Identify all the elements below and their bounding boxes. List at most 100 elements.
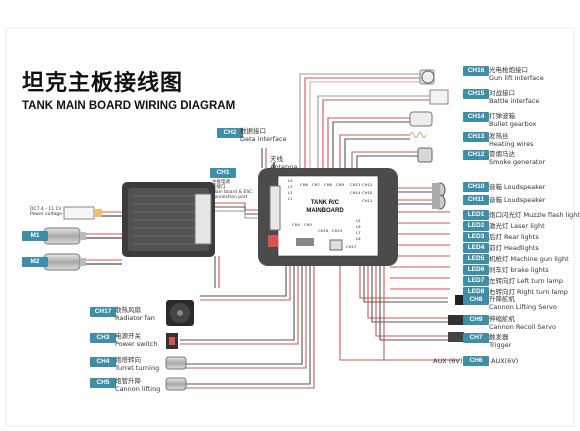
channel-cn: 打弹波箱 xyxy=(489,112,515,120)
channel-tag-led1: LED1 xyxy=(463,210,489,220)
board-pin-ch15: CH15 xyxy=(332,228,343,233)
ch2-label: 数据接口 Data interface xyxy=(240,127,287,143)
antenna-en: Antenna xyxy=(270,163,298,171)
title-english: TANK MAIN BOARD WIRING DIAGRAM xyxy=(22,100,236,112)
ch1-line-2: 连接口 xyxy=(212,185,226,190)
channel-tag-led2: LED2 xyxy=(463,221,489,231)
channel-cn: 发热丝 xyxy=(489,132,509,140)
board-pin-ch8: CH8 xyxy=(324,182,333,187)
ch1-label: 主板电调 连接口 Main board & ESC connection por… xyxy=(212,180,252,200)
channel-cn: 对战接口 xyxy=(489,89,515,97)
channel-cn: 机枪灯 xyxy=(489,255,509,263)
channel-cn: 散热风扇 xyxy=(115,306,141,314)
channel-en: Muzzle flash light xyxy=(523,211,580,219)
channel-tag-led4: LED4 xyxy=(463,243,489,253)
frame xyxy=(5,27,575,427)
channel-en: Battle interface xyxy=(489,97,540,105)
board-pin-l2: L2 xyxy=(288,190,293,195)
board-pin-ch9: CH9 xyxy=(336,182,345,187)
channel-tag-ch10: CH10 xyxy=(463,182,489,192)
channel-en: Heating wires xyxy=(489,140,534,148)
right-components xyxy=(409,69,467,342)
channel-cn: 炮塔转向 xyxy=(115,356,141,364)
channel-tag-led6: LED6 xyxy=(463,265,489,275)
channel-tag-ch16: CH16 xyxy=(463,66,489,76)
channel-en: Cannon Lifting Servo xyxy=(489,303,557,311)
channel-tag-ch15: CH15 xyxy=(463,89,489,99)
wires xyxy=(80,73,460,389)
channel-cn: 前灯 xyxy=(489,244,502,252)
board-pin-ch7: CH7 xyxy=(312,182,321,187)
motor-m1 xyxy=(43,227,86,245)
aux-left-label: AUX (6V) xyxy=(433,357,463,365)
channel-en: Turret turning xyxy=(115,364,160,372)
esc-board xyxy=(122,182,215,257)
channel-en: Laser light xyxy=(510,222,545,230)
channel-cn: 炮管升降 xyxy=(115,377,141,385)
channel-cn: 触发器 xyxy=(489,333,509,341)
channel-cn: 升降舵机 xyxy=(489,295,515,303)
power-plug xyxy=(63,206,102,220)
board-pin-ch10: CH10 xyxy=(362,190,373,195)
channel-en: Power switch xyxy=(115,340,158,348)
title-chinese: 坦克主板接线图 xyxy=(22,71,184,96)
channel-tag-led8: LED8 xyxy=(463,287,489,297)
antenna-cn: 天线 xyxy=(270,155,283,163)
board-pin-ch4: CH4 xyxy=(292,222,301,227)
channel-en: Headlights xyxy=(504,244,539,252)
board-pin-ch14: CH14 xyxy=(350,190,361,195)
board-pin-l1: L1 xyxy=(288,196,293,201)
channel-cn: 刹车灯 xyxy=(489,266,509,274)
channel-cn: 伸缩舵机 xyxy=(489,315,515,323)
left-channel-tag-ch17: CH17 xyxy=(90,307,116,317)
channel-tag-ch12: CH12 xyxy=(463,150,489,160)
channel-cn: 后灯 xyxy=(489,233,502,241)
channel-tag-ch8: CH8 xyxy=(463,295,489,305)
board-pin-l6: L6 xyxy=(356,224,361,229)
channel-tag-ch11: CH11 xyxy=(463,195,489,205)
board-pin-ch11: CH11 xyxy=(362,198,373,203)
channel-tag-ch13: CH13 xyxy=(463,132,489,142)
board-pin-l4: L4 xyxy=(288,178,293,183)
ch2-tag: CH2 xyxy=(217,128,243,138)
ch2-en: Data interface xyxy=(240,135,287,143)
ch2-cn: 数据接口 xyxy=(240,127,266,135)
channel-cn: 电源开关 xyxy=(115,332,141,340)
channel-cn: 右转向灯 xyxy=(489,288,515,296)
channel-cn: 激光灯 xyxy=(489,222,509,230)
turret-motor xyxy=(165,356,187,370)
board-pin-ch17: CH17 xyxy=(346,244,357,249)
left-channel-tag-ch5: CH5 xyxy=(90,378,116,388)
board-pin-l5: L5 xyxy=(356,218,361,223)
channel-en: Loudspeaker xyxy=(504,183,546,191)
ch1-line-1: 主板电调 xyxy=(212,180,230,185)
board-pin-ch16: CH16 xyxy=(318,228,329,233)
board-pin-l7: L7 xyxy=(356,230,361,235)
channel-cn: 炮口闪光灯 xyxy=(489,211,522,219)
m1-tag: M1 xyxy=(22,231,48,241)
power-switch xyxy=(166,333,178,349)
board-name: MAINBOARD xyxy=(306,208,344,214)
board-pin-ch12: CH12 xyxy=(362,182,373,187)
channel-en: AUX(6V) xyxy=(491,357,519,365)
channel-cn: 冒烟马达 xyxy=(489,150,515,158)
channel-tag-led7: LED7 xyxy=(463,276,489,286)
channel-tag-ch7: CH7 xyxy=(463,333,489,343)
channel-tag-ch6: CH6 xyxy=(463,356,489,366)
channel-tag-ch9: CH9 xyxy=(463,315,489,325)
